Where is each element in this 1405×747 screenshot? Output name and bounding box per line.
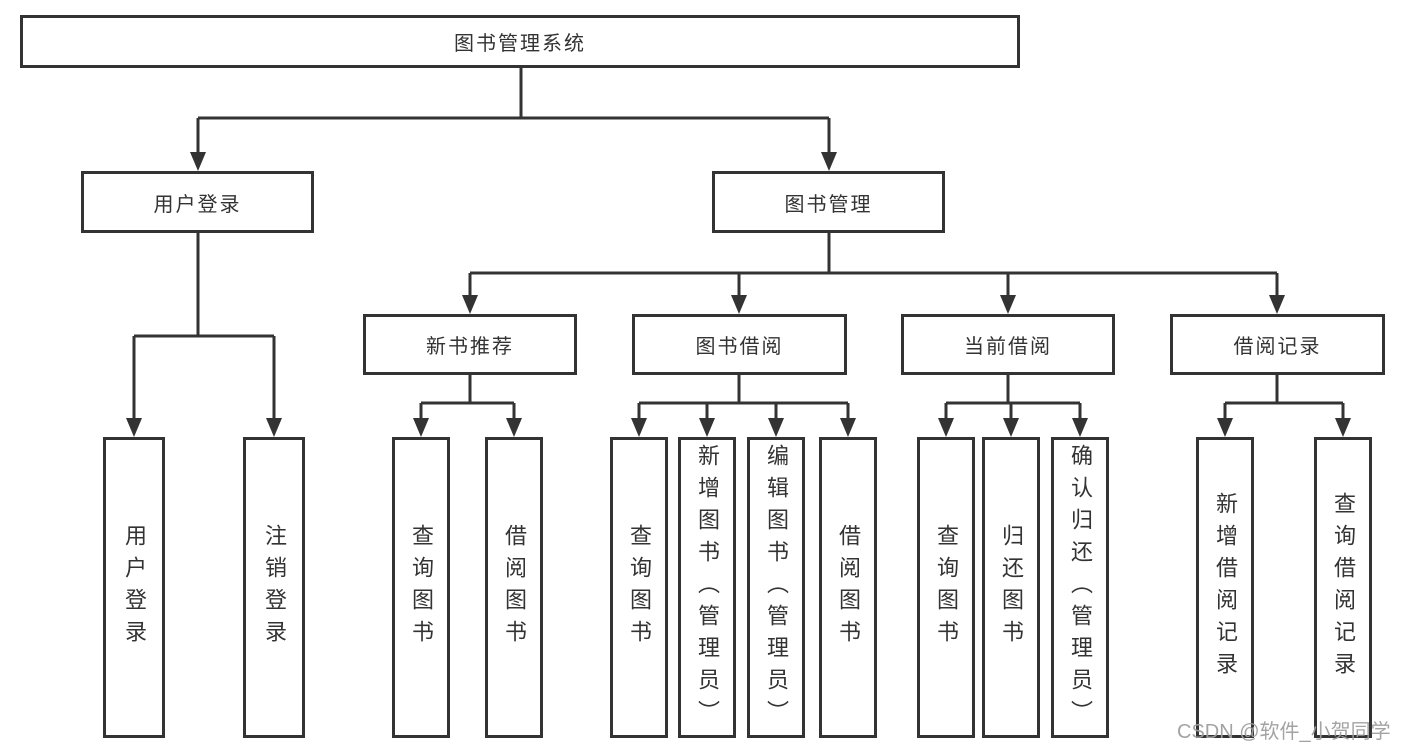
leaf-query-books-recommend: 查询图书: [392, 437, 450, 738]
arrow-head: [631, 418, 647, 437]
node-book-management-label: 图书管理: [784, 193, 873, 216]
leaf-logout: 注销登录: [243, 437, 305, 738]
arrow-head: [821, 152, 837, 171]
watermark: CSDN @软件_小贺同学: [1177, 721, 1391, 743]
node-root: 图书管理系统: [20, 15, 1020, 68]
leaf-user-login-label: 用户登录: [122, 523, 147, 652]
arrow-head: [462, 295, 478, 314]
connector-user-login-to-leaves: [126, 233, 282, 437]
arrow-head: [699, 418, 715, 437]
leaf-query-borrow-record-label: 查询借阅记录: [1331, 491, 1356, 684]
leaf-query-books-borrowing: 查询图书: [610, 437, 668, 738]
leaf-borrow-books-recommend-label: 借阅图书: [502, 523, 527, 652]
node-borrow-records-label: 借阅记录: [1233, 336, 1322, 358]
leaf-edit-books-admin-label: 编辑图书（管理员）: [764, 443, 789, 732]
node-book-management: 图书管理: [712, 171, 945, 233]
node-new-book-recommend: 新书推荐: [363, 314, 577, 375]
node-current-borrowing-label: 当前借阅: [964, 336, 1052, 358]
leaf-borrow-books: 借阅图书: [819, 437, 877, 738]
connector-borrow-records-to-leaves: [1217, 375, 1351, 437]
arrow-head: [1000, 295, 1016, 314]
node-book-borrowing-label: 图书借阅: [695, 336, 784, 358]
connector-line: [1223, 375, 1345, 422]
leaf-query-books-current-label: 查询图书: [934, 523, 959, 652]
arrow-head: [126, 418, 142, 437]
leaf-return-books: 归还图书: [982, 437, 1040, 738]
leaf-query-books-recommend-label: 查询图书: [409, 523, 434, 652]
arrow-head: [1217, 418, 1233, 437]
node-user-login-label: 用户登录: [153, 193, 242, 216]
node-book-borrowing: 图书借阅: [632, 314, 847, 375]
arrow-head: [1269, 295, 1285, 314]
leaf-add-books-admin: 新增图书（管理员）: [678, 437, 736, 738]
connector-root-to-level2: [190, 68, 837, 171]
leaf-add-borrow-record: 新增借阅记录: [1196, 437, 1254, 738]
leaf-return-books-label: 归还图书: [999, 523, 1024, 652]
connector-line: [196, 68, 831, 157]
arrow-head: [768, 418, 784, 437]
leaf-edit-books-admin: 编辑图书（管理员）: [747, 437, 805, 738]
leaf-borrow-books-recommend: 借阅图书: [485, 437, 543, 738]
arrow-head: [266, 418, 282, 437]
node-borrow-records: 借阅记录: [1170, 314, 1385, 375]
arrow-head: [731, 295, 747, 314]
arrow-head: [506, 418, 522, 437]
connector-line: [637, 375, 850, 422]
arrow-head: [1072, 418, 1088, 437]
connector-line: [944, 375, 1082, 422]
leaf-query-borrow-record: 查询借阅记录: [1314, 437, 1372, 738]
leaf-user-login: 用户登录: [103, 437, 165, 738]
connector-line: [468, 233, 1279, 300]
arrow-head: [413, 418, 429, 437]
leaf-confirm-return-admin-label: 确认归还（管理员）: [1068, 443, 1093, 732]
connector-current-borrowing-to-leaves: [938, 375, 1088, 437]
connector-new-book-recommend-to-leaves: [413, 375, 522, 437]
arrow-head: [1003, 418, 1019, 437]
leaf-query-books-borrowing-label: 查询图书: [627, 523, 652, 652]
connector-book-borrowing-to-leaves: [631, 375, 856, 437]
arrow-head: [1335, 418, 1351, 437]
leaf-borrow-books-label: 借阅图书: [836, 523, 861, 652]
leaf-confirm-return-admin: 确认归还（管理员）: [1051, 437, 1109, 738]
node-root-label: 图书管理系统: [454, 33, 586, 55]
connector-book-management-to-level3: [462, 233, 1285, 314]
node-current-borrowing: 当前借阅: [901, 314, 1115, 375]
arrow-head: [840, 418, 856, 437]
leaf-logout-label: 注销登录: [262, 523, 287, 652]
leaf-add-books-admin-label: 新增图书（管理员）: [695, 443, 720, 732]
node-new-book-recommend-label: 新书推荐: [426, 336, 514, 358]
connector-line: [132, 233, 276, 422]
connector-line: [419, 375, 516, 422]
arrow-head: [190, 152, 206, 171]
leaf-add-borrow-record-label: 新增借阅记录: [1213, 491, 1238, 684]
leaf-query-books-current: 查询图书: [917, 437, 975, 738]
arrow-head: [938, 418, 954, 437]
node-user-login: 用户登录: [81, 171, 314, 233]
